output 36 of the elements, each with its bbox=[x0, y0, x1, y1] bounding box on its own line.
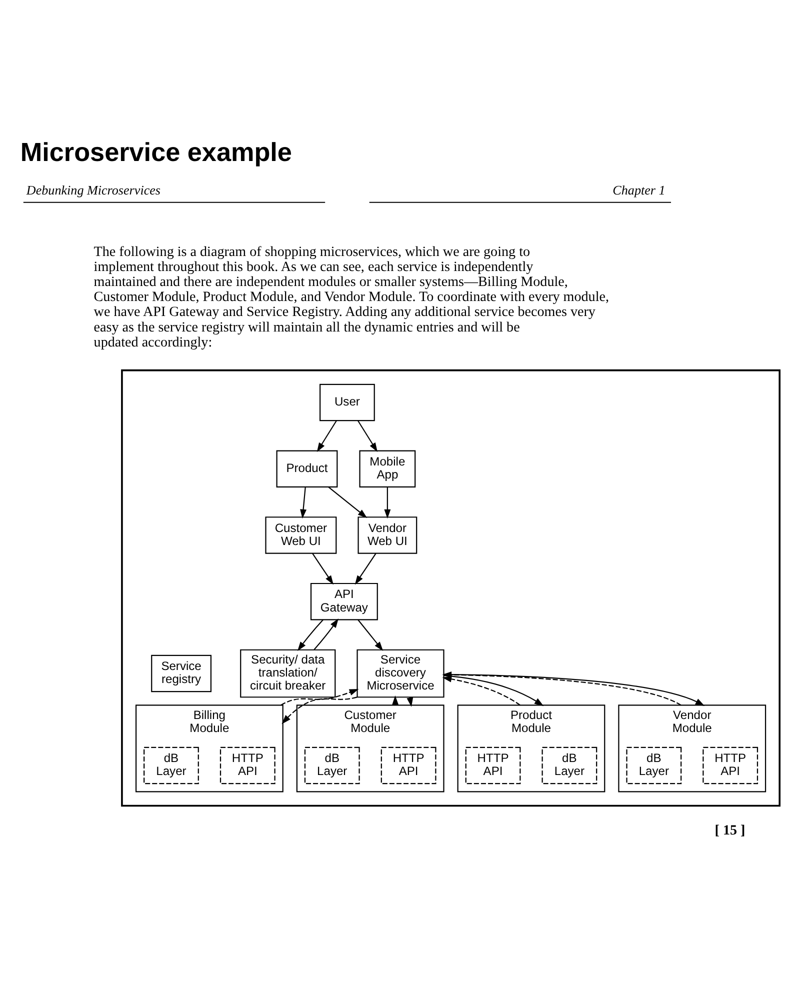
arrow bbox=[312, 553, 334, 585]
label: Debunking Microservices bbox=[26, 182, 161, 198]
node-box: API Gateway bbox=[310, 582, 378, 620]
node-box: dB Layer bbox=[304, 746, 360, 784]
node-box: Service registry bbox=[151, 654, 212, 692]
node-box: dB Layer bbox=[542, 746, 598, 784]
arrow bbox=[314, 618, 339, 650]
node-box: Mobile App bbox=[359, 450, 416, 488]
diagram-title: Microservice example bbox=[20, 136, 292, 167]
node-box: User bbox=[320, 384, 375, 422]
node-box: HTTP API bbox=[220, 746, 276, 784]
label: [ 15 ] bbox=[714, 822, 746, 839]
arrow bbox=[280, 689, 359, 706]
node-box: HTTP API bbox=[702, 746, 758, 784]
node-box: dB Layer bbox=[626, 746, 682, 784]
arrow bbox=[354, 553, 376, 585]
node-box: HTTP API bbox=[380, 746, 436, 784]
node-box: HTTP API bbox=[465, 746, 521, 784]
label: Chapter 1 bbox=[612, 182, 666, 198]
node-box: Security/ data translation/ circuit breaker bbox=[240, 649, 336, 698]
arrow bbox=[442, 676, 520, 706]
arrow bbox=[297, 620, 324, 651]
node-box: Customer Web UI bbox=[265, 516, 337, 554]
node-box: dB Layer bbox=[144, 746, 199, 784]
arrow bbox=[328, 486, 368, 518]
arrow bbox=[358, 620, 384, 651]
cluster bbox=[121, 369, 780, 807]
arrow bbox=[282, 696, 358, 724]
arrow bbox=[444, 675, 544, 706]
arrow bbox=[358, 420, 378, 452]
node-box: Vendor Web UI bbox=[358, 516, 418, 554]
arrow bbox=[316, 420, 337, 452]
arrow bbox=[300, 487, 307, 519]
node-box: Product bbox=[276, 450, 338, 488]
arrow bbox=[384, 487, 391, 519]
label: The following is a diagram of shopping microservices, which we are going to implement throughout this book. As we can see, each service is independently maintained and there are independent modules or smaller systems—Billing Module, Customer Module, Product Module, and Vendor Module. To coordinate with every module, we have API Gateway and Service Registry. Adding any additional service becomes very easy as the service registry will maintain all the dynamic entries and will be updated accordingly: bbox=[94, 244, 610, 350]
